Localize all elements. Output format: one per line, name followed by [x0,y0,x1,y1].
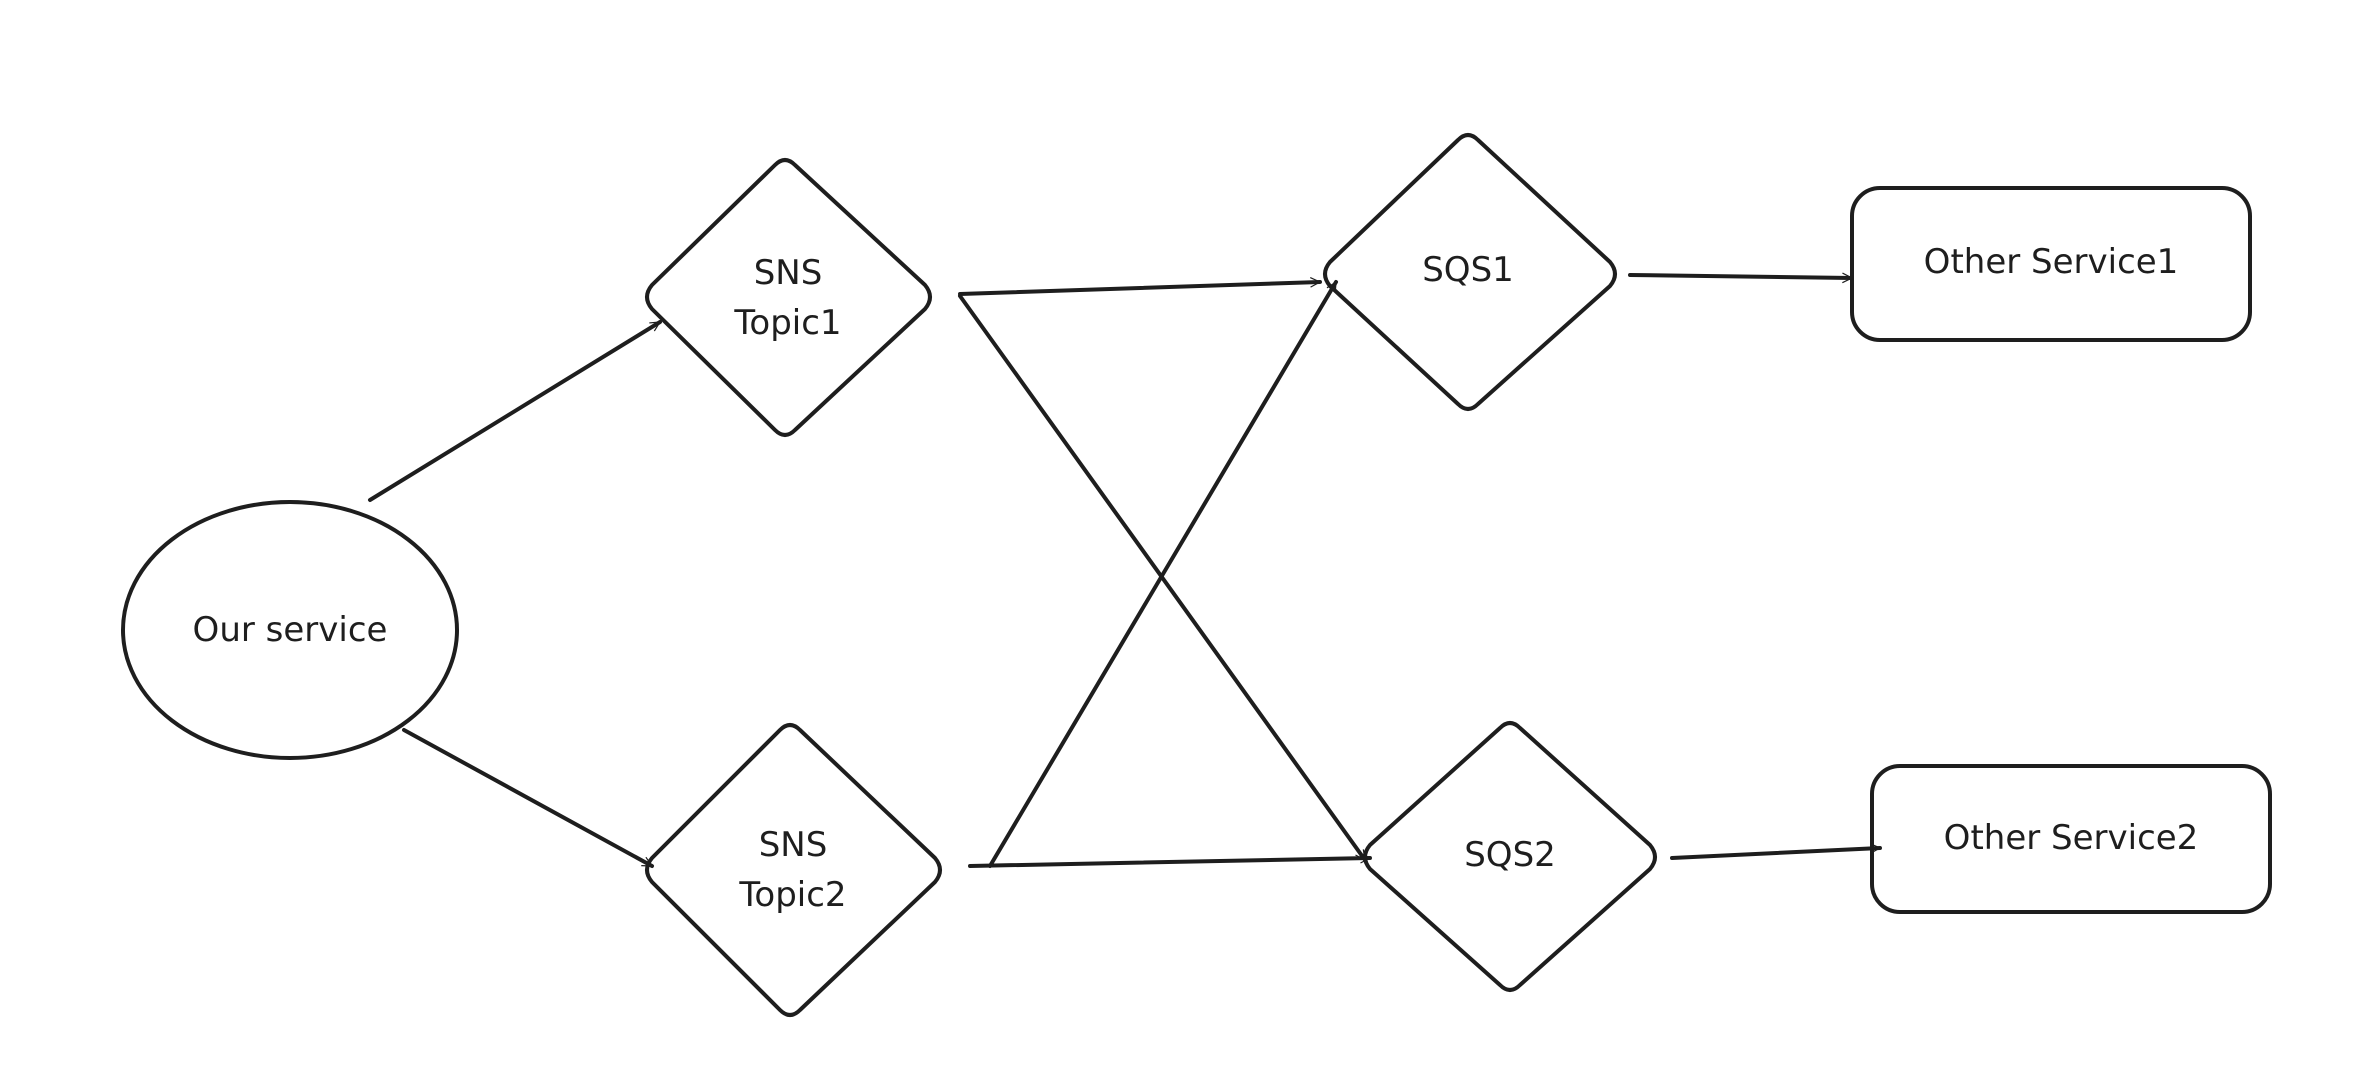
sns-topic2-label-line2: Topic2 [739,875,847,915]
edge-our-service-to-sns-topic2 [402,728,654,868]
sns-topic2-label: SNS Topic2 [739,820,846,920]
sns-topic2-label-line1: SNS [758,825,828,865]
edge-sns-topic1-to-sqs1 [958,282,1322,296]
other-service1-label: Other Service1 [1923,242,2179,282]
edge-sns-topic2-to-sqs2 [968,858,1372,868]
sns-topic1-node[interactable] [645,158,932,437]
sns-topic2-node[interactable] [645,723,942,1017]
other-service2-node[interactable] [1870,764,2272,914]
edge-sns-topic2-to-sqs1 [988,280,1338,868]
sns-topic1-label-line1: SNS [753,253,823,293]
our-service-node[interactable] [121,500,459,760]
sqs1-label: SQS1 [1422,250,1514,290]
sns-topic1-label-line2: Topic1 [734,303,842,343]
sqs1-node[interactable] [1323,133,1617,411]
our-service-label: Our service [192,610,388,650]
edge-sqs1-to-other-service1 [1628,275,1854,278]
sqs2-label: SQS2 [1464,835,1556,875]
other-service2-label: Other Service2 [1943,818,2199,858]
edge-our-service-to-sns-topic1 [368,320,662,502]
sns-topic1-label: SNS Topic1 [734,248,841,348]
edge-sqs2-to-other-service2 [1670,848,1882,860]
other-service1-node[interactable] [1850,186,2252,342]
